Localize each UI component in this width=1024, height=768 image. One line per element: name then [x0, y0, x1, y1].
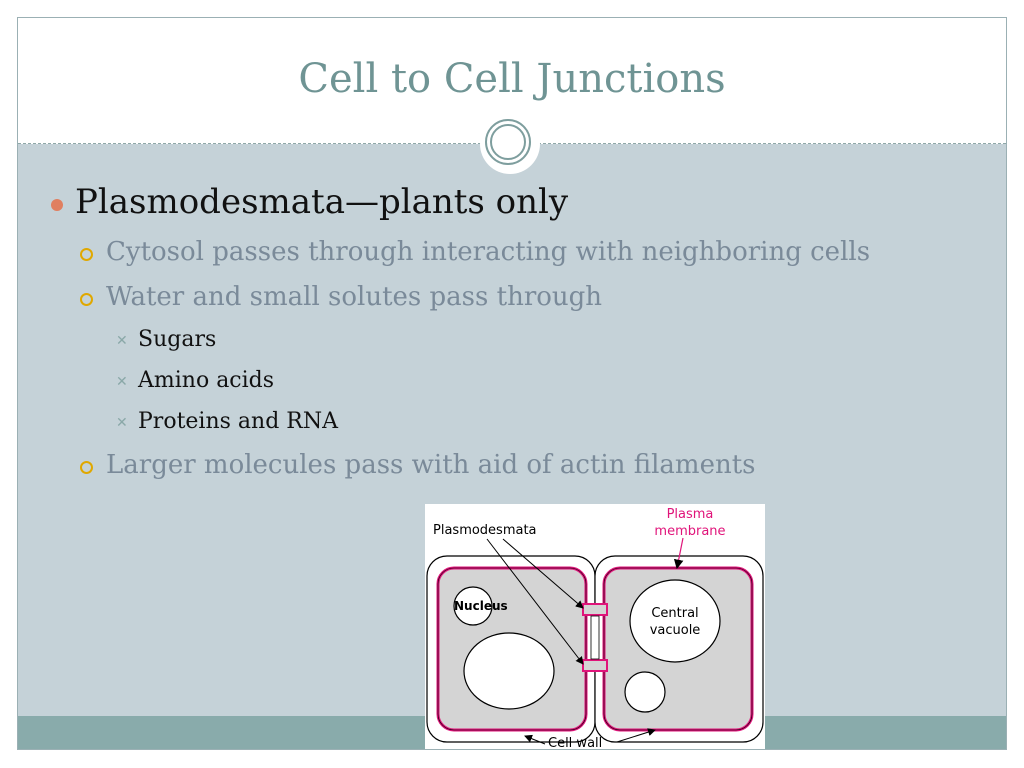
plasmodesma-channel-bottom [582, 659, 608, 672]
sub-bullet-icon [80, 293, 93, 306]
item-proteins-rna: Proteins and RNA [138, 409, 338, 434]
slide-title: Cell to Cell Junctions [298, 56, 726, 102]
item-bullet-icon: ✕ [116, 333, 128, 349]
pointer-plasmodesmata-bottom [486, 538, 584, 665]
label-plasma-line2: membrane [654, 524, 725, 539]
nucleus [453, 586, 493, 626]
item-sugars: Sugars [138, 327, 217, 352]
label-plasma-line1: Plasma [667, 507, 714, 522]
item-bullet-icon: ✕ [116, 374, 128, 390]
label-central-vacuole-2: vacuole [650, 623, 701, 638]
bullet-list: Plasmodesmata—plants only Cytosol passes… [18, 18, 1006, 749]
pointer-plasmodesmata-top [502, 538, 584, 609]
label-cell-wall: Cell wall [548, 736, 602, 750]
label-plasmodesmata: Plasmodesmata [433, 523, 537, 538]
plant-cell-diagram: Plasmodesmata Plasma membrane Nucleus Ce… [425, 504, 765, 750]
plasmodesma-channel-top [582, 603, 608, 616]
divider-ring-inner-icon [490, 124, 526, 160]
pointer-cell-wall-right [616, 728, 656, 743]
item-bullet-icon: ✕ [116, 415, 128, 431]
left-vacuole [463, 632, 555, 710]
slide: Cell to Cell Junctions Plasmodesmata—pla… [17, 17, 1007, 750]
sub-bullet-larger-molecules: Larger molecules pass with aid of actin … [106, 450, 756, 480]
central-vacuole [629, 579, 721, 663]
main-bullet-text: Plasmodesmata—plants only [75, 182, 569, 222]
pointer-cell-wall-left [524, 734, 546, 745]
label-central-vacuole-1: Central [651, 606, 698, 621]
label-nucleus: Nucleus [454, 599, 508, 613]
sub-bullet-water: Water and small solutes pass through [106, 282, 603, 312]
small-vesicle [624, 671, 666, 713]
sub-bullet-icon [80, 461, 93, 474]
sub-bullet-cytosol: Cytosol passes through interacting with … [106, 237, 871, 267]
sub-bullet-icon [80, 248, 93, 261]
pointer-plasma-membrane [673, 537, 684, 570]
main-bullet-icon [51, 199, 63, 211]
item-amino-acids: Amino acids [138, 368, 275, 393]
